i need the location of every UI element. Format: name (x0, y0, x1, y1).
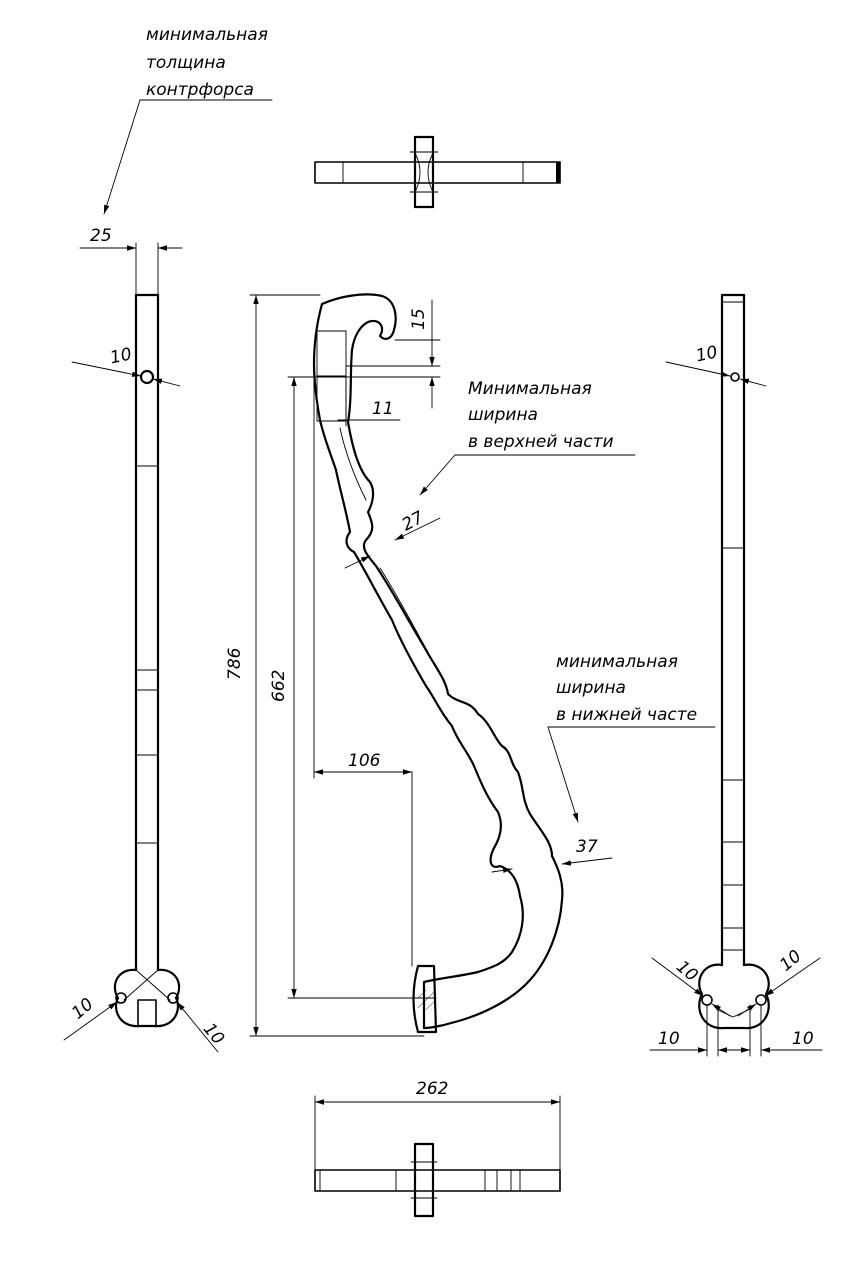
note-top-line2: ширина (468, 405, 538, 425)
dim-662: 662 (269, 670, 289, 702)
note-top-line3: в верхней части (468, 432, 614, 452)
note-buttress-line1: минимальная (146, 25, 268, 45)
dim-106: 106 (348, 751, 381, 771)
dimension-values: 25 10 10 10 786 662 15 11 27 106 37 262 … (68, 226, 814, 1099)
dim-11: 11 (372, 399, 394, 419)
dimension-lines (63, 99, 823, 1171)
dim-262: 262 (416, 1079, 448, 1099)
note-buttress-line3: контрфорса (146, 80, 254, 100)
foot-outline (113, 968, 181, 1028)
foot-flange (412, 964, 438, 1034)
right-side-view (698, 293, 770, 1030)
dim-25: 25 (90, 226, 112, 246)
dim-10-right-bl-horiz: 10 (658, 1029, 680, 1049)
dim-27: 27 (399, 508, 428, 536)
left-side-view (113, 293, 181, 1028)
dim-10-right-bl-diag: 10 (672, 957, 701, 986)
mounting-hole (701, 994, 713, 1006)
dim-10-left-br: 10 (199, 1019, 228, 1048)
notes: минимальная толщина контрфорса Минимальн… (146, 25, 697, 725)
dim-37: 37 (576, 837, 598, 857)
bracket-outline (312, 293, 564, 1030)
bottom-plan-view (314, 1142, 561, 1218)
foot-outline (698, 963, 770, 1030)
note-bottom-line2: ширина (556, 678, 626, 698)
top-plan-view (314, 135, 561, 209)
dim-15: 15 (409, 308, 429, 330)
note-bottom-line3: в нижней часте (556, 705, 697, 725)
mounting-hole (730, 372, 740, 382)
mounting-hole (139, 369, 155, 385)
note-bottom-line1: минимальная (556, 652, 678, 672)
dim-786: 786 (225, 647, 245, 680)
note-top-line1: Минимальная (468, 379, 592, 399)
dim-10-right-br-horiz: 10 (792, 1029, 814, 1049)
mounting-hole (755, 994, 767, 1006)
dim-10-right-top: 10 (694, 342, 719, 366)
dim-10-left-top: 10 (108, 344, 133, 368)
bracket-front-view (312, 293, 564, 1034)
note-buttress-line2: толщина (146, 53, 226, 73)
